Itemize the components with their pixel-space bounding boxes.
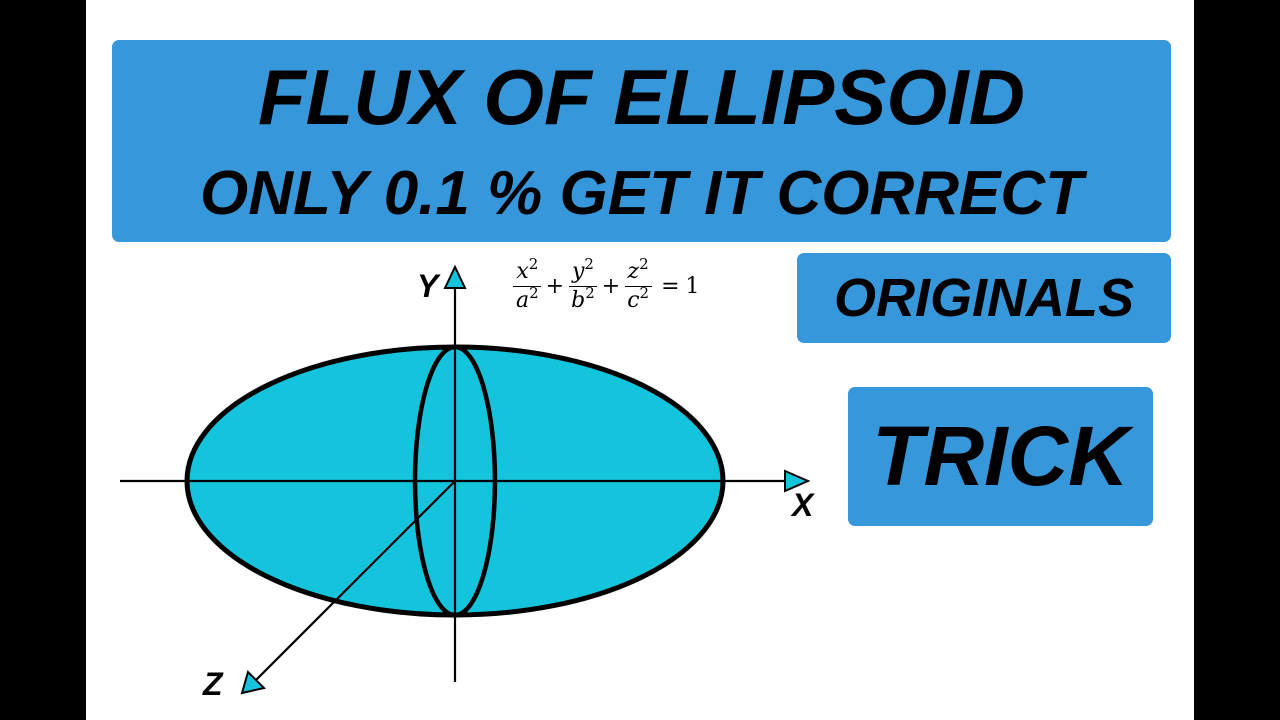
z-axis-label: Z [203,666,223,702]
term-y: y2 b2 [568,257,598,315]
trick-label: TRICK [872,409,1129,503]
originals-badge: ORIGINALS [797,253,1171,343]
ellipsoid-equation: x2 a2 + y2 b2 + z2 c2 = 1 [512,257,703,315]
z-axis-line [254,480,456,682]
equals-sign: = [661,274,680,299]
z-axis-arrowhead-icon [240,670,266,695]
y-axis-label: Y [417,268,439,304]
y-axis-arrowhead-icon [443,264,467,289]
x-axis-label: X [792,487,814,523]
originals-label: ORIGINALS [833,268,1134,328]
title-line-2: ONLY 0.1 % GET IT CORRECT [199,159,1084,228]
plus-sign: + [545,274,565,299]
plus-sign: + [601,274,621,299]
cross-section-ellipse [412,344,498,618]
trick-badge: TRICK [848,387,1153,526]
term-z: z2 c2 [624,257,652,315]
term-x: x2 a2 [513,257,542,315]
title-line-1: FLUX OF ELLIPSOID [257,53,1025,141]
x-axis-arrowhead-icon [784,469,811,493]
equation-rhs: 1 [685,274,700,299]
title-banner: FLUX OF ELLIPSOID ONLY 0.1 % GET IT CORR… [112,40,1171,242]
